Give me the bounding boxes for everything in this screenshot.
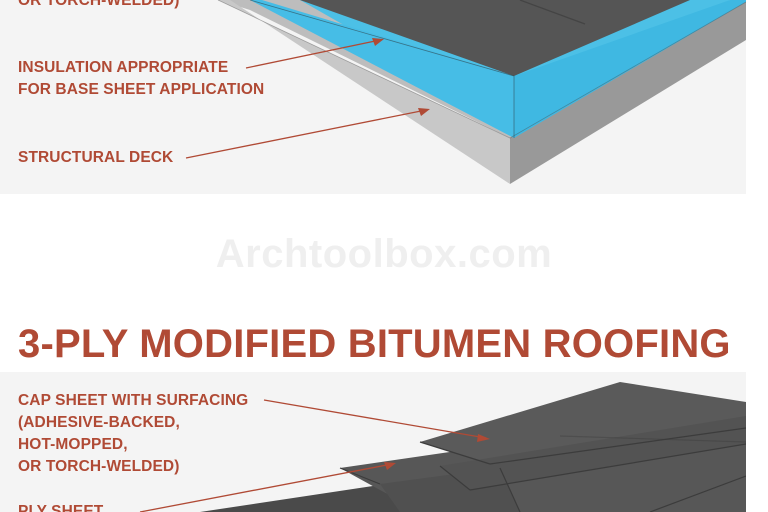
top-roof-assembly-illustration <box>185 0 746 184</box>
membrane-seam-line <box>519 0 586 25</box>
sheet-seam-lines <box>339 427 746 512</box>
section-heading: 3-PLY MODIFIED BITUMEN ROOFING <box>18 322 731 366</box>
bottom-roof-assembly-illustration <box>139 382 746 512</box>
cap-sheet <box>420 382 746 464</box>
deck-edge-lines <box>217 0 746 139</box>
top-diagram-panel: OR TORCH-WELDED) INSULATION APPROPRIATE … <box>0 0 746 194</box>
label-structural-deck: STRUCTURAL DECK <box>18 149 174 166</box>
leader-insulation <box>245 38 384 69</box>
cap-sheet-front-band <box>440 416 746 490</box>
assembly-edge-lines <box>249 0 515 138</box>
label-cap-sheet-partial: OR TORCH-WELDED) <box>18 0 180 9</box>
watermark: Archtoolbox.com <box>215 232 553 276</box>
label-ply-sheet-partial: PLY SHEET <box>18 503 104 512</box>
membrane-top <box>300 0 690 76</box>
label-insulation: INSULATION APPROPRIATE FOR BASE SHEET AP… <box>18 59 265 98</box>
label-cap-sheet: CAP SHEET WITH SURFACING (ADHESIVE-BACKE… <box>18 392 249 475</box>
leader-cap-sheet <box>263 399 490 442</box>
structural-deck-side <box>510 2 746 184</box>
insulation-side-face <box>514 0 746 138</box>
insulation-left-face <box>250 0 514 138</box>
leader-ply-sheet <box>139 462 396 512</box>
leader-deck <box>185 108 430 159</box>
bottom-diagram-panel: CAP SHEET WITH SURFACING (ADHESIVE-BACKE… <box>0 372 746 512</box>
